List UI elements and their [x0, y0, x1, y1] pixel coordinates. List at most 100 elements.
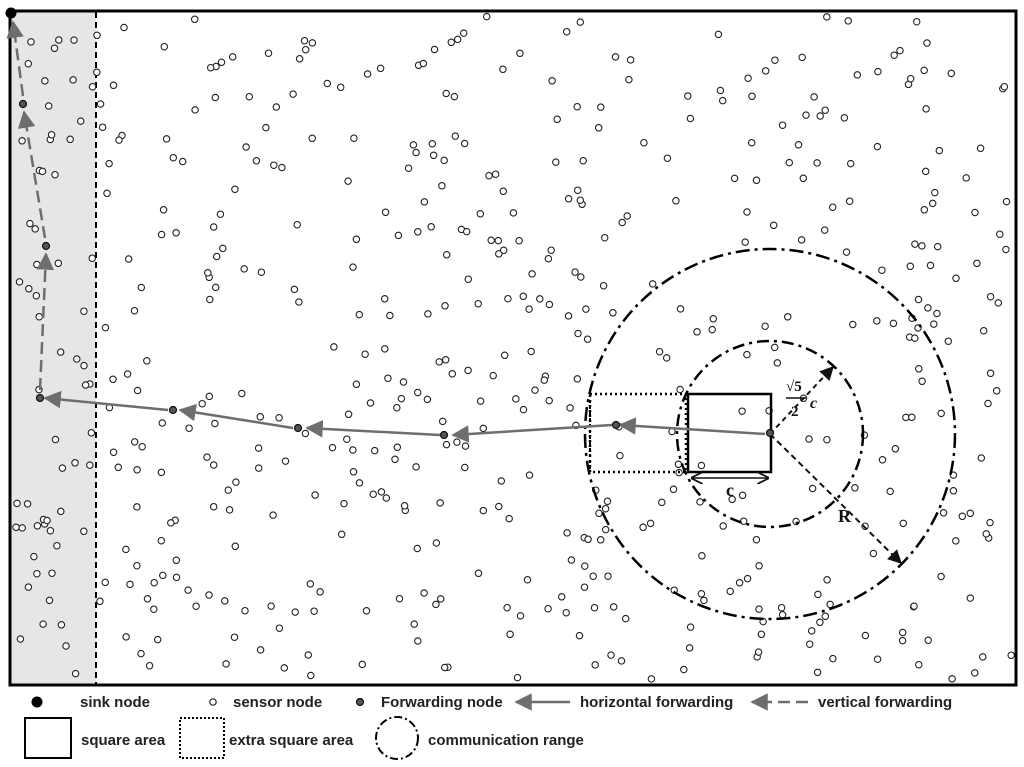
sensor-node: [639, 523, 647, 532]
sensor-node: [697, 590, 706, 598]
sensor-node: [133, 561, 141, 570]
sensor-node: [143, 357, 151, 365]
sensor-node: [230, 633, 239, 641]
sensor-node: [43, 516, 51, 525]
sensor-node: [621, 614, 630, 623]
sensor-node: [798, 53, 806, 62]
sensor-node: [80, 307, 88, 315]
sensor-node: [918, 242, 926, 250]
sensor-node: [33, 260, 41, 269]
sensor-node: [948, 675, 956, 683]
sensor-node: [686, 623, 695, 631]
legend-square-symbol: [24, 717, 72, 759]
sensor-node: [595, 509, 603, 518]
sensor-node: [289, 90, 297, 98]
sensor-node: [676, 305, 685, 313]
sensor-node: [211, 93, 220, 102]
sensor-node: [730, 174, 739, 183]
sensor-node: [53, 541, 61, 550]
sensor-node: [874, 67, 882, 76]
sensor-node: [23, 500, 32, 508]
sensor-node: [596, 536, 605, 544]
inner-radius-label: √5 2 c: [786, 379, 817, 420]
sensor-node: [429, 151, 438, 160]
sensor-node: [413, 388, 422, 397]
inner-radius-arrow: [769, 365, 834, 435]
sensor-node: [81, 381, 90, 389]
sensor-node: [761, 67, 770, 75]
sensor-node: [461, 463, 469, 472]
sensor-node: [755, 605, 763, 613]
sensor-node: [206, 295, 214, 304]
sensor-node: [240, 265, 248, 273]
sensor-node: [86, 461, 94, 469]
sensor-node: [384, 374, 392, 383]
sensor-node: [167, 519, 175, 527]
sensor-node: [32, 291, 41, 300]
sensor-node: [603, 497, 612, 506]
sensor-node: [924, 636, 932, 645]
sensor-node: [358, 660, 367, 669]
sensor-node: [414, 637, 422, 645]
sensor-node: [910, 602, 918, 610]
sensor-node: [741, 238, 749, 246]
sensor-node: [450, 92, 459, 101]
sensor-node: [761, 322, 769, 330]
side-length-label: c: [726, 480, 734, 500]
sensor-node: [515, 236, 523, 245]
sensor-node: [35, 312, 43, 321]
legend-extra-square-symbol: [179, 717, 225, 759]
svg-text:√5: √5: [786, 379, 802, 395]
sensor-node: [697, 461, 706, 470]
sensor-node: [350, 134, 358, 142]
sensor-node: [293, 220, 301, 229]
sensor-node: [528, 270, 536, 278]
sensor-node: [1002, 245, 1010, 254]
sensor-node: [930, 320, 938, 328]
forwarding-node: [41, 241, 51, 251]
sensor-node: [30, 552, 38, 561]
sensor-node: [328, 443, 337, 452]
sensor-node: [50, 44, 59, 53]
sensor-node: [607, 651, 615, 659]
sensor-node: [270, 161, 278, 169]
sensor-node: [430, 45, 439, 54]
sensor-node: [821, 106, 829, 114]
sensor-node: [130, 306, 139, 315]
sensor-node: [709, 315, 718, 323]
sensor-node: [80, 527, 88, 536]
sensor-node: [562, 27, 571, 36]
sensor-node: [256, 646, 265, 654]
sensor-node: [564, 312, 573, 320]
sensor-node: [915, 660, 923, 669]
forwarding-node: [439, 430, 449, 440]
communication-range-outer: [583, 247, 957, 621]
sensor-node: [349, 446, 357, 454]
sensor-node: [977, 454, 986, 462]
sensor-node: [461, 442, 470, 450]
sensor-node: [545, 300, 554, 309]
sensor-node: [648, 280, 657, 288]
sensor-node: [680, 665, 688, 674]
sensor-node: [924, 304, 932, 312]
forwarding-node: [293, 423, 303, 433]
sensor-node: [88, 82, 97, 91]
sensor-node: [355, 479, 364, 487]
sensor-node: [851, 484, 859, 492]
sensor-node: [436, 499, 444, 507]
sensor-node: [869, 549, 878, 558]
sensor-node: [849, 320, 857, 329]
sensor-node: [523, 575, 532, 584]
sensor-node: [18, 524, 26, 532]
sensor-node: [816, 112, 824, 120]
sensor-node: [57, 621, 66, 629]
sensor-node: [911, 334, 919, 342]
sensor-node: [805, 640, 814, 648]
sensor-node: [979, 653, 987, 661]
sensor-node: [31, 225, 39, 233]
sensor-node: [958, 512, 967, 521]
sensor-node: [696, 498, 704, 506]
sensor-node: [295, 298, 303, 306]
sensor-node: [412, 148, 420, 157]
sensor-node: [24, 59, 33, 68]
